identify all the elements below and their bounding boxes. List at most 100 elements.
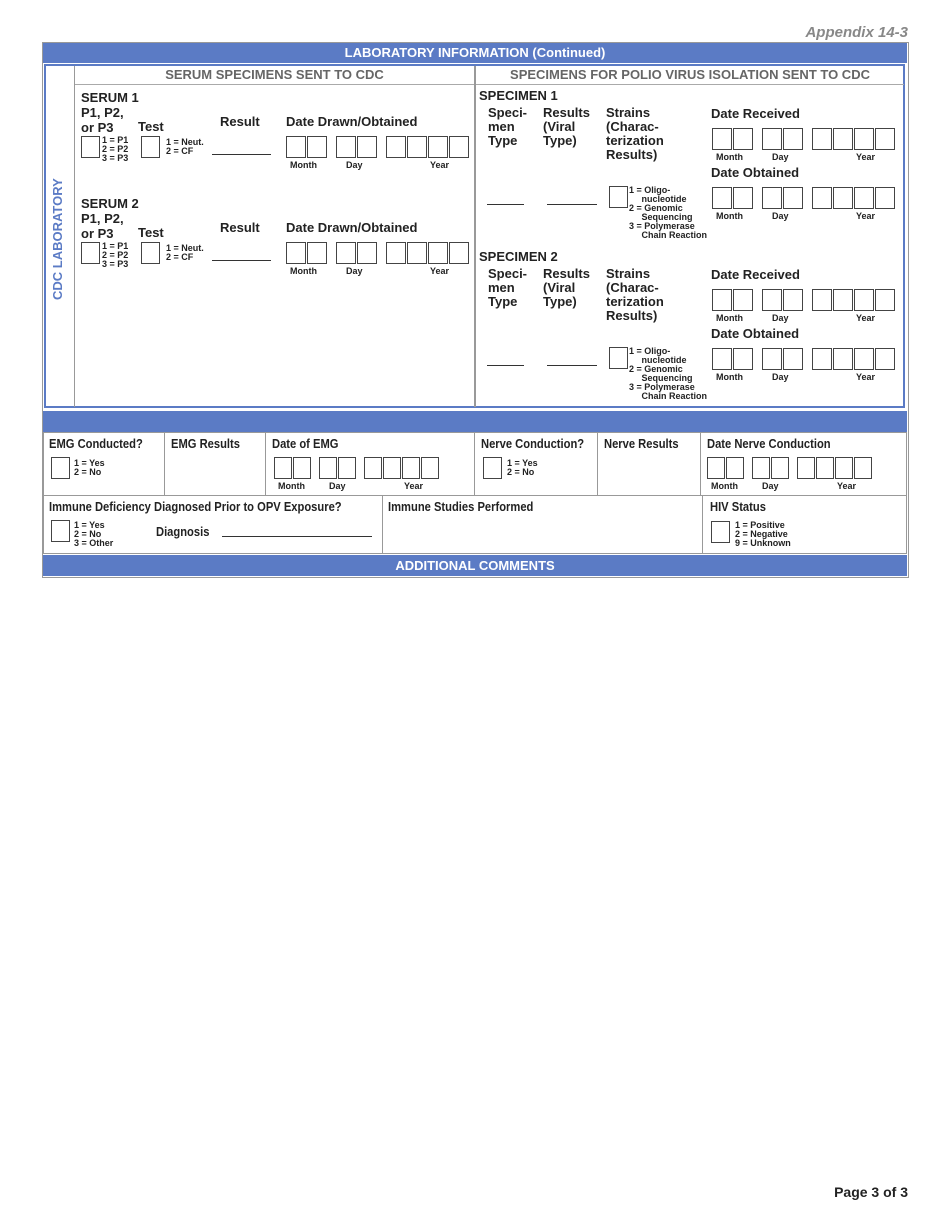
- option: 1 = Yes: [74, 520, 105, 530]
- digit-box[interactable]: [336, 136, 356, 158]
- digit-box[interactable]: [293, 457, 311, 479]
- digit-box[interactable]: [733, 187, 753, 209]
- digit-box[interactable]: [833, 348, 853, 370]
- immune-studies-label: Immune Studies Performed: [388, 499, 534, 514]
- result-field[interactable]: [212, 260, 271, 261]
- test-box[interactable]: [141, 242, 160, 264]
- viral-type-field[interactable]: [547, 365, 597, 366]
- digit-box[interactable]: [336, 242, 356, 264]
- digit-box[interactable]: [319, 457, 337, 479]
- viral-type-field[interactable]: [547, 204, 597, 205]
- digit-box[interactable]: [449, 136, 469, 158]
- digit-box[interactable]: [875, 187, 895, 209]
- digit-box[interactable]: [783, 187, 803, 209]
- digit-box[interactable]: [307, 136, 327, 158]
- digit-box[interactable]: [428, 136, 448, 158]
- digit-box[interactable]: [783, 348, 803, 370]
- digit-box[interactable]: [726, 457, 744, 479]
- immune-question: Immune Deficiency Diagnosed Prior to OPV…: [49, 499, 342, 514]
- result-field[interactable]: [212, 154, 271, 155]
- digit-box[interactable]: [875, 348, 895, 370]
- emg-date-label: Date of EMG: [272, 436, 339, 451]
- specimen-type-field[interactable]: [487, 204, 524, 205]
- digit-box[interactable]: [812, 348, 832, 370]
- digit-box[interactable]: [816, 457, 834, 479]
- digit-box[interactable]: [712, 187, 732, 209]
- digit-box[interactable]: [733, 348, 753, 370]
- digit-box[interactable]: [383, 457, 401, 479]
- strain-box[interactable]: [609, 186, 628, 208]
- digit-box[interactable]: [386, 136, 406, 158]
- p-type-box[interactable]: [81, 242, 100, 264]
- digit-box[interactable]: [812, 128, 832, 150]
- digit-box[interactable]: [407, 242, 427, 264]
- date-obtained-label: Date Obtained: [711, 326, 800, 341]
- digit-box[interactable]: [712, 289, 732, 311]
- digit-box[interactable]: [762, 289, 782, 311]
- digit-box[interactable]: [835, 457, 853, 479]
- digit-box[interactable]: [812, 187, 832, 209]
- test-box[interactable]: [141, 136, 160, 158]
- digit-box[interactable]: [449, 242, 469, 264]
- digit-box[interactable]: [357, 242, 377, 264]
- emg-results-cell[interactable]: EMG Results: [164, 432, 266, 496]
- digit-box[interactable]: [286, 136, 306, 158]
- digit-box[interactable]: [712, 128, 732, 150]
- nerve-results-cell[interactable]: Nerve Results: [597, 432, 701, 496]
- date-part-label: Year: [856, 211, 876, 221]
- p-type-box[interactable]: [81, 136, 100, 158]
- result-label: Result: [220, 220, 260, 235]
- digit-box[interactable]: [854, 128, 874, 150]
- digit-box[interactable]: [833, 289, 853, 311]
- digit-box[interactable]: [771, 457, 789, 479]
- strain-box[interactable]: [609, 347, 628, 369]
- date-part-label: Day: [762, 481, 779, 491]
- digit-box[interactable]: [812, 289, 832, 311]
- digit-box[interactable]: [407, 136, 427, 158]
- digit-box[interactable]: [421, 457, 439, 479]
- digit-box[interactable]: [364, 457, 382, 479]
- digit-box[interactable]: [357, 136, 377, 158]
- digit-box[interactable]: [712, 348, 732, 370]
- digit-box[interactable]: [854, 348, 874, 370]
- digit-box[interactable]: [854, 187, 874, 209]
- digit-box[interactable]: [762, 187, 782, 209]
- diagnosis-field[interactable]: [222, 536, 372, 537]
- digit-box[interactable]: [428, 242, 448, 264]
- digit-box[interactable]: [854, 289, 874, 311]
- option: 2 = No: [74, 529, 102, 539]
- digit-box[interactable]: [833, 187, 853, 209]
- digit-box[interactable]: [783, 128, 803, 150]
- nerve-conducted-box[interactable]: [483, 457, 502, 479]
- digit-box[interactable]: [386, 242, 406, 264]
- digit-box[interactable]: [733, 289, 753, 311]
- immune-studies-cell[interactable]: Immune Studies Performed: [382, 495, 703, 554]
- specimen-type-field[interactable]: [487, 365, 524, 366]
- digit-box[interactable]: [733, 128, 753, 150]
- digit-box[interactable]: [875, 128, 895, 150]
- specimen-name: SPECIMEN 1: [479, 88, 558, 103]
- date-part-label: Day: [346, 266, 363, 276]
- digit-box[interactable]: [307, 242, 327, 264]
- digit-box[interactable]: [286, 242, 306, 264]
- digit-box[interactable]: [854, 457, 872, 479]
- hiv-box[interactable]: [711, 521, 730, 543]
- digit-box[interactable]: [875, 289, 895, 311]
- immune-box[interactable]: [51, 520, 70, 542]
- digit-box[interactable]: [707, 457, 725, 479]
- digit-box[interactable]: [338, 457, 356, 479]
- divider: [74, 66, 75, 407]
- emg-conducted-box[interactable]: [51, 457, 70, 479]
- digit-box[interactable]: [752, 457, 770, 479]
- digit-box[interactable]: [762, 128, 782, 150]
- digit-box[interactable]: [762, 348, 782, 370]
- date-part-label: Month: [716, 152, 743, 162]
- specimen-type-label: Speci- men Type: [488, 266, 528, 309]
- digit-box[interactable]: [274, 457, 292, 479]
- digit-box[interactable]: [797, 457, 815, 479]
- digit-box[interactable]: [402, 457, 420, 479]
- digit-box[interactable]: [833, 128, 853, 150]
- digit-box[interactable]: [783, 289, 803, 311]
